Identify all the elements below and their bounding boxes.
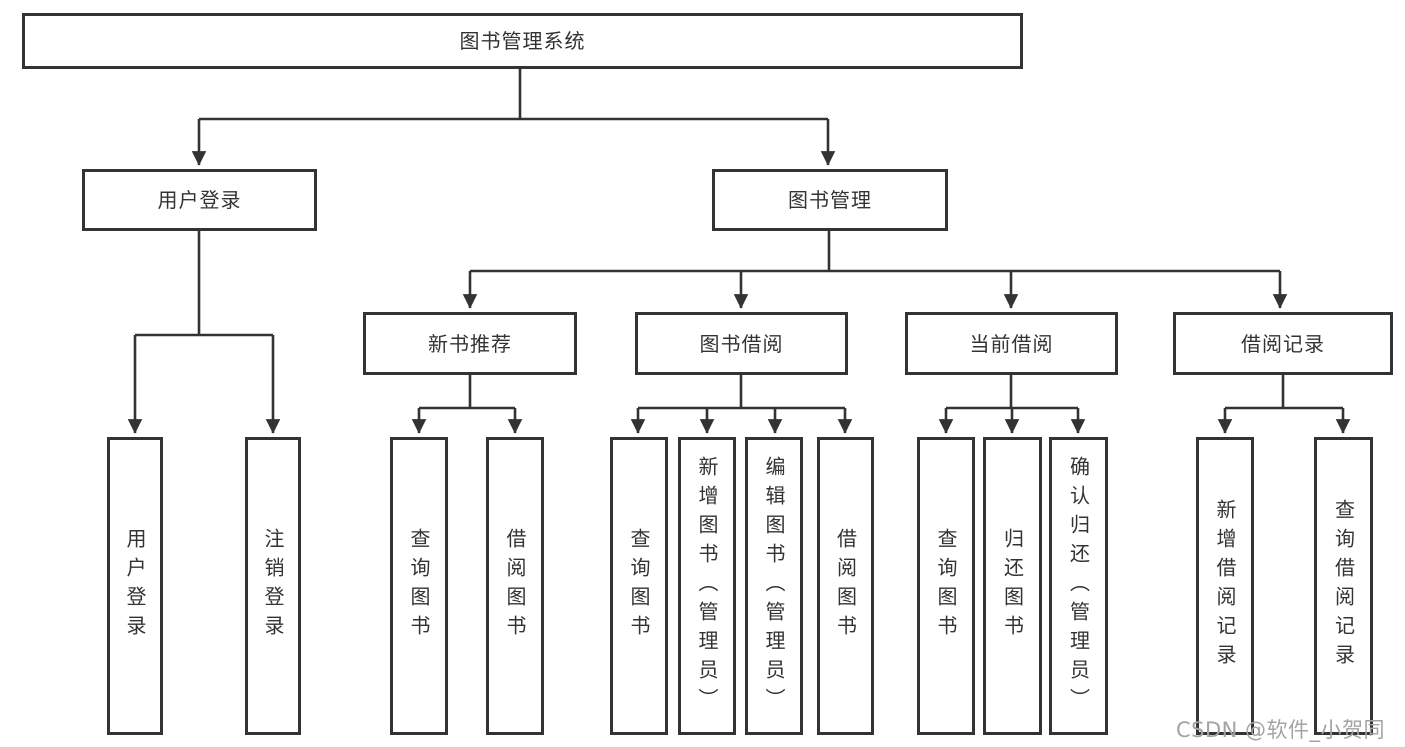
node-leaf-query-books-recommend: 查询图书 <box>390 437 448 735</box>
node-leaf-query-borrow-record: 查询借阅记录 <box>1314 437 1373 735</box>
node-leaf-query-books-borrowing: 查询图书 <box>610 437 668 735</box>
csdn-watermark: CSDN @软件_小贺同学 <box>1176 718 1386 742</box>
node-leaf-user-login: 用户登录 <box>107 437 163 735</box>
node-leaf-query-books-current: 查询图书 <box>917 437 975 735</box>
node-new-book-recommend: 新书推荐 <box>363 312 577 375</box>
node-book-management: 图书管理 <box>712 169 948 231</box>
node-leaf-add-book-admin: 新增图书（管理员） <box>678 437 736 735</box>
node-leaf-add-borrow-record: 新增借阅记录 <box>1196 437 1254 735</box>
node-leaf-return-books: 归还图书 <box>983 437 1042 735</box>
node-leaf-borrow-books: 借阅图书 <box>817 437 874 735</box>
node-root-system: 图书管理系统 <box>22 13 1023 69</box>
node-leaf-logout: 注销登录 <box>245 437 301 735</box>
node-leaf-borrow-books-recommend: 借阅图书 <box>486 437 544 735</box>
node-leaf-edit-book-admin: 编辑图书（管理员） <box>745 437 803 735</box>
node-user-login: 用户登录 <box>82 169 317 231</box>
node-leaf-confirm-return-admin: 确认归还（管理员） <box>1049 437 1108 735</box>
node-book-borrowing: 图书借阅 <box>635 312 848 375</box>
node-current-borrowing: 当前借阅 <box>905 312 1118 375</box>
node-borrow-records: 借阅记录 <box>1173 312 1393 375</box>
